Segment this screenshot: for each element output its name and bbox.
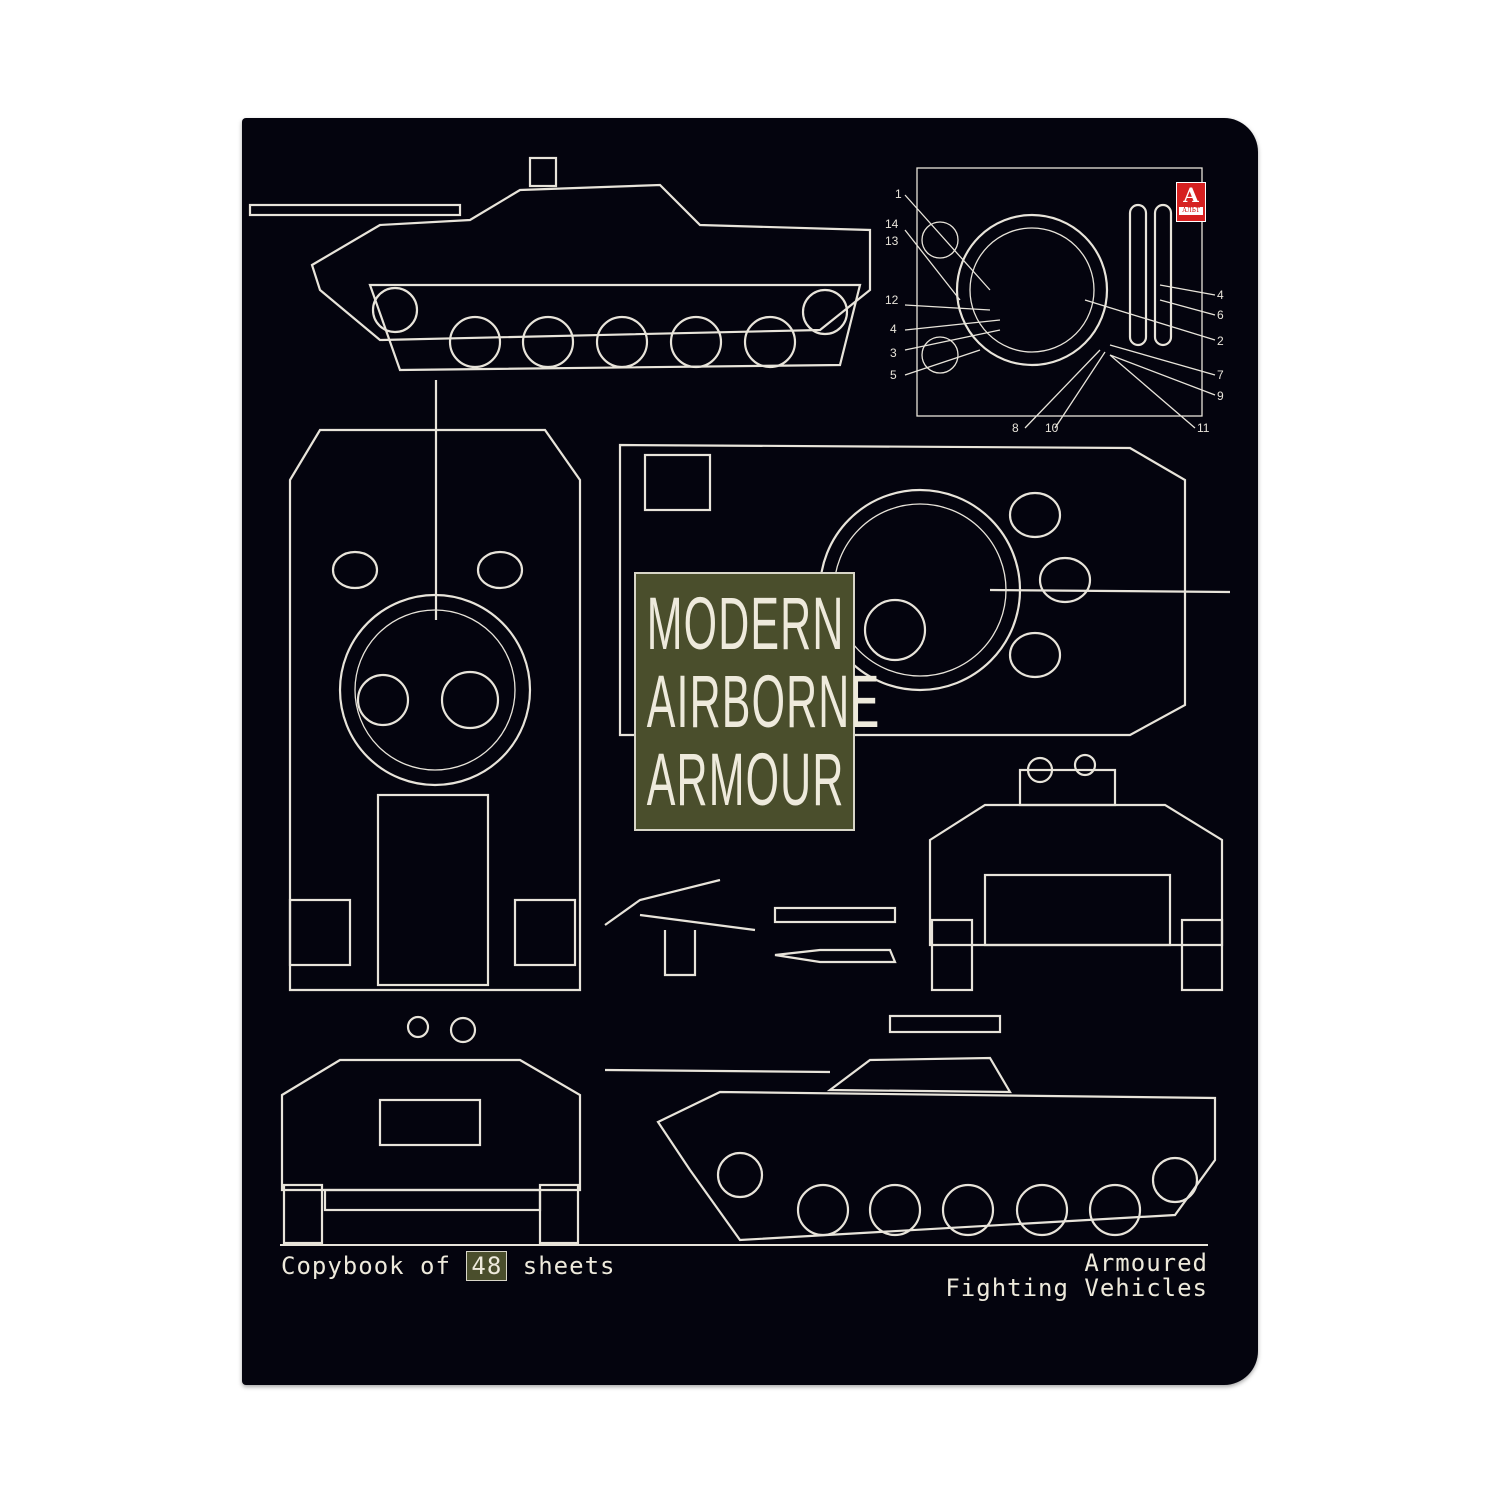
diagram-number-label: 7 [1217,368,1224,382]
diagram-number-label: 2 [1217,334,1224,348]
sheet-count: 48 [466,1251,508,1281]
side-view-vehicle-top [248,156,872,372]
hull-section-diagram [904,167,1216,429]
diagram-number-label: 12 [885,293,899,307]
brand-logo: A АЛЬТ [1176,182,1206,222]
subject-line: Fighting Vehicles [945,1274,1208,1302]
title-line: ARMOUR [646,737,845,821]
diagram-number-label: 13 [885,234,899,248]
front-view-vehicle-right [928,753,1224,992]
subject-line: Armoured [1084,1249,1208,1277]
diagram-number-label: 4 [890,322,897,336]
diagram-number-label: 10 [1045,421,1059,435]
copybook-suffix: sheets [522,1252,616,1280]
subject-caption: Armoured Fighting Vehicles [945,1251,1208,1301]
rear-view-vehicle [288,380,582,992]
diagram-number-label: 4 [1217,288,1224,302]
divider [280,1244,1208,1246]
copybook-caption: Copybook of 48 sheets [281,1251,615,1281]
diagram-number-label: 6 [1217,308,1224,322]
title-line: MODERN [646,581,845,665]
weapon-details [604,878,897,977]
side-view-vehicle-bottom [604,1014,1217,1242]
diagram-number-label: 14 [885,217,899,231]
brand-logo-letter: A [1183,183,1199,207]
diagram-number-label: 3 [890,346,897,360]
front-view-vehicle-left [280,1015,582,1245]
diagram-number-label: 9 [1217,389,1224,403]
brand-logo-text: АЛЬТ [1179,207,1203,215]
diagram-number-label: 1 [895,187,902,201]
diagram-number-label: 5 [890,368,897,382]
title-box: MODERN AIRBORNE ARMOUR [634,572,881,831]
diagram-number-label: 8 [1012,421,1019,435]
copybook-prefix: Copybook of [281,1252,451,1280]
title-line: AIRBORNE [646,659,881,743]
diagram-number-label: 11 [1197,421,1210,435]
